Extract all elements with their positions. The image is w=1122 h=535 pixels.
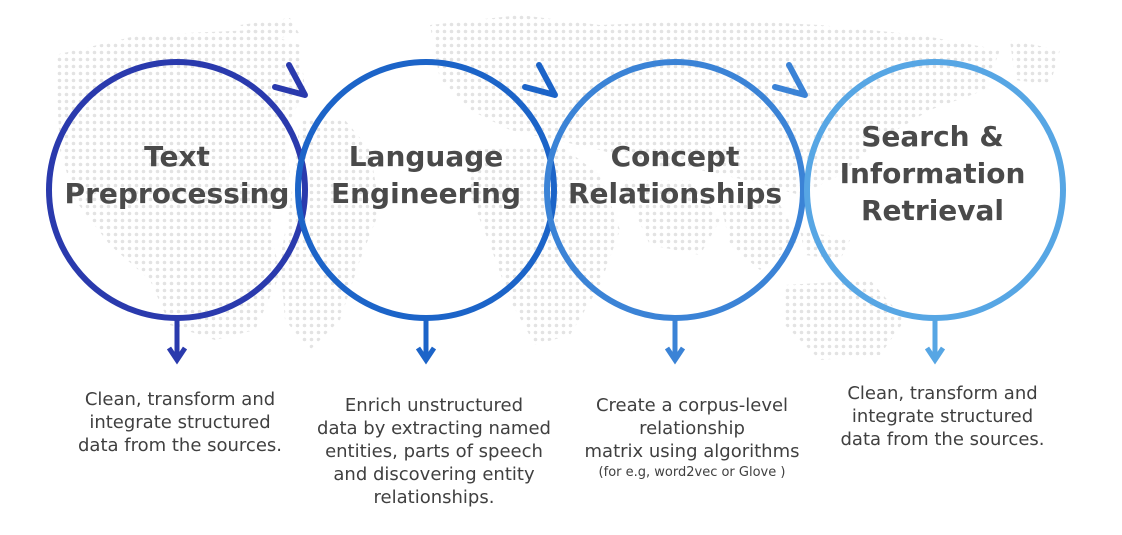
stage-2-desc-line-1: Enrich unstructured	[344, 395, 524, 416]
stage-1-desc-line-2: integrate structured	[89, 412, 271, 433]
stage-4-title-line-2: Information	[839, 157, 1026, 190]
stage-4-title-line-3: Retrieval	[860, 194, 1005, 227]
stage-3-description: Create a corpus-level relationship matri…	[567, 394, 817, 482]
down-arrows	[166, 318, 946, 365]
stage-2-title-line-1: Language	[348, 140, 504, 173]
stage-3-title: Concept Relationships	[545, 138, 805, 212]
stage-4-title-line-1: Search &	[861, 120, 1004, 153]
stage-2-title: Language Engineering	[296, 138, 556, 212]
stage-3-desc-line-2: relationship	[639, 418, 745, 439]
stage-2-desc-line-3: entities, parts of speech	[325, 441, 543, 462]
stage-1-title-line-2: Preprocessing	[64, 177, 290, 210]
stage-1-title: Text Preprocessing	[47, 138, 307, 212]
stage-3-desc-note: (for e.g, word2vec or Glove )	[598, 465, 786, 480]
stage-4-title: Search & Information Retrieval	[800, 118, 1065, 229]
stage-3-desc-line-1: Create a corpus-level	[595, 395, 789, 416]
down-arrow-icon	[415, 318, 437, 365]
stage-2-description: Enrich unstructured data by extracting n…	[298, 394, 570, 509]
stage-2-desc-line-4: and discovering entity	[333, 464, 535, 485]
stage-4-desc-line-2: integrate structured	[851, 406, 1034, 427]
stage-2-desc-line-5: relationships.	[373, 487, 495, 508]
connector-arrow-icon	[272, 62, 308, 98]
stage-1-desc-line-1: Clean, transform and	[84, 389, 276, 410]
stage-1-title-line-1: Text	[144, 140, 210, 173]
stage-connectors	[272, 62, 808, 98]
stage-4-desc-line-3: data from the sources.	[840, 429, 1045, 450]
stage-3-title-line-1: Concept	[610, 140, 740, 173]
stage-2-title-line-2: Engineering	[331, 177, 521, 210]
stage-3-desc-line-3: matrix using algorithms	[584, 441, 800, 462]
connector-arrow-icon	[522, 62, 558, 98]
stage-1-description: Clean, transform and integrate structure…	[40, 388, 320, 457]
stage-2-desc-line-2: data by extracting named	[317, 418, 551, 439]
down-arrow-icon	[924, 318, 946, 365]
stage-3-title-line-2: Relationships	[567, 177, 783, 210]
down-arrow-icon	[664, 318, 686, 365]
stage-1-desc-line-3: data from the sources.	[77, 435, 282, 456]
connector-arrow-icon	[772, 62, 808, 98]
stage-4-desc-line-1: Clean, transform and	[847, 383, 1038, 404]
stage-4-description: Clean, transform and integrate structure…	[820, 382, 1065, 451]
down-arrow-icon	[166, 318, 188, 365]
